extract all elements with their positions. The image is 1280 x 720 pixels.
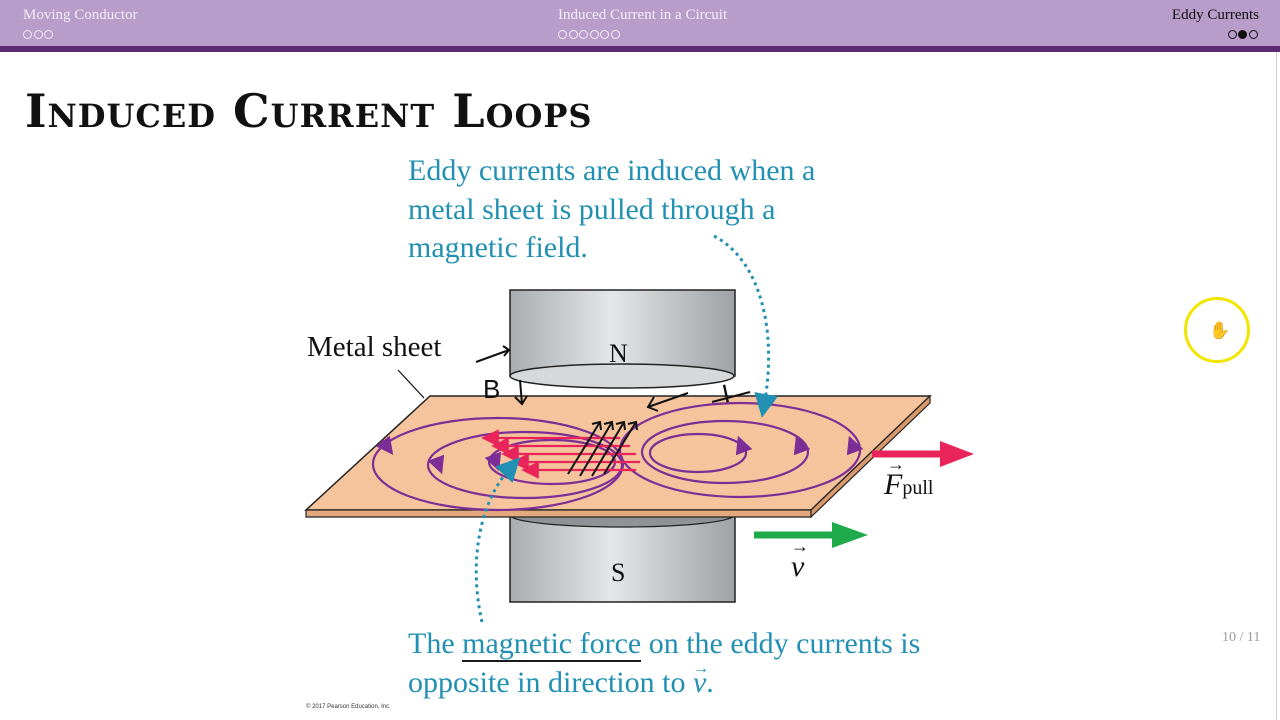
nav-slide-dot[interactable] bbox=[558, 30, 567, 40]
nav-slide-dot-current[interactable] bbox=[1238, 30, 1247, 40]
nav-section-dots bbox=[558, 26, 727, 40]
nav-slide-dot[interactable] bbox=[600, 30, 609, 40]
caption-text-start: The bbox=[408, 627, 463, 660]
caption-text-end: . bbox=[706, 665, 714, 699]
caption-text-middle: on the eddy currents is opposite in dire… bbox=[408, 627, 921, 699]
magnetic-force-arrows bbox=[481, 429, 640, 479]
nav-slide-dot[interactable] bbox=[33, 30, 43, 40]
north-magnet bbox=[509, 289, 736, 389]
nav-section-title[interactable]: Eddy Currents bbox=[1171, 7, 1259, 23]
nav-section-moving-conductor[interactable]: Moving Conductor bbox=[23, 6, 138, 40]
south-pole-label: S bbox=[611, 558, 626, 587]
metal-sheet-label: Metal sheet bbox=[307, 331, 442, 363]
nav-slide-dot[interactable] bbox=[568, 30, 578, 40]
nav-section-induced-current[interactable]: Induced Current in a Circuit bbox=[558, 6, 728, 40]
velocity-symbol: v bbox=[791, 550, 805, 583]
section-navigation-bar: Moving Conductor Induced Current in a Ci… bbox=[0, 0, 1280, 52]
nav-section-dots bbox=[1172, 26, 1259, 40]
handwritten-b-label: B bbox=[483, 374, 500, 404]
nav-section-dots bbox=[23, 26, 138, 40]
nav-slide-dot[interactable] bbox=[44, 30, 53, 40]
nav-slide-dot[interactable] bbox=[1248, 30, 1258, 40]
nav-slide-dot[interactable] bbox=[23, 30, 32, 40]
eddy-current-caption: Eddy currents are induced when a metal s… bbox=[408, 154, 816, 264]
cursor-highlight bbox=[1184, 297, 1250, 363]
nav-slide-dot[interactable] bbox=[579, 30, 588, 40]
caption-underlined-phrase: magnetic force bbox=[462, 627, 642, 662]
velocity-label: → v bbox=[791, 536, 809, 583]
copyright-notice: © 2017 Pearson Education, Inc. bbox=[306, 704, 391, 710]
slide-edge-divider bbox=[1276, 52, 1277, 720]
nav-section-title[interactable]: Moving Conductor bbox=[23, 7, 138, 23]
pull-force-label: → Fpull bbox=[884, 454, 934, 501]
handwritten-annotations bbox=[475, 345, 751, 477]
nav-section-title[interactable]: Induced Current in a Circuit bbox=[558, 7, 728, 23]
nav-slide-dot[interactable] bbox=[589, 30, 599, 40]
nav-slide-dot[interactable] bbox=[610, 30, 620, 40]
pull-force-symbol: F bbox=[884, 468, 903, 501]
pull-force-arrow bbox=[872, 441, 974, 467]
caption-velocity-vector: →v bbox=[692, 659, 709, 699]
hand-cursor-icon: ✋ bbox=[1209, 321, 1231, 341]
nav-slide-dot[interactable] bbox=[1227, 30, 1237, 40]
slide-page-number: 10 / 11 bbox=[1222, 630, 1261, 645]
bottom-callout-pointer bbox=[474, 457, 521, 623]
north-pole-label: N bbox=[609, 339, 628, 368]
eddy-current-loops bbox=[371, 401, 864, 512]
caption-velocity-symbol: v bbox=[692, 665, 707, 699]
velocity-arrow bbox=[754, 522, 868, 548]
magnetic-force-caption: The magnetic force on the eddy currents … bbox=[408, 625, 948, 702]
slide-title: Induced Current Loops bbox=[25, 84, 593, 138]
pull-force-subscript: pull bbox=[902, 477, 934, 499]
nav-section-eddy-currents[interactable]: Eddy Currents bbox=[1171, 6, 1259, 40]
metal-sheet-leader-line bbox=[397, 369, 425, 399]
